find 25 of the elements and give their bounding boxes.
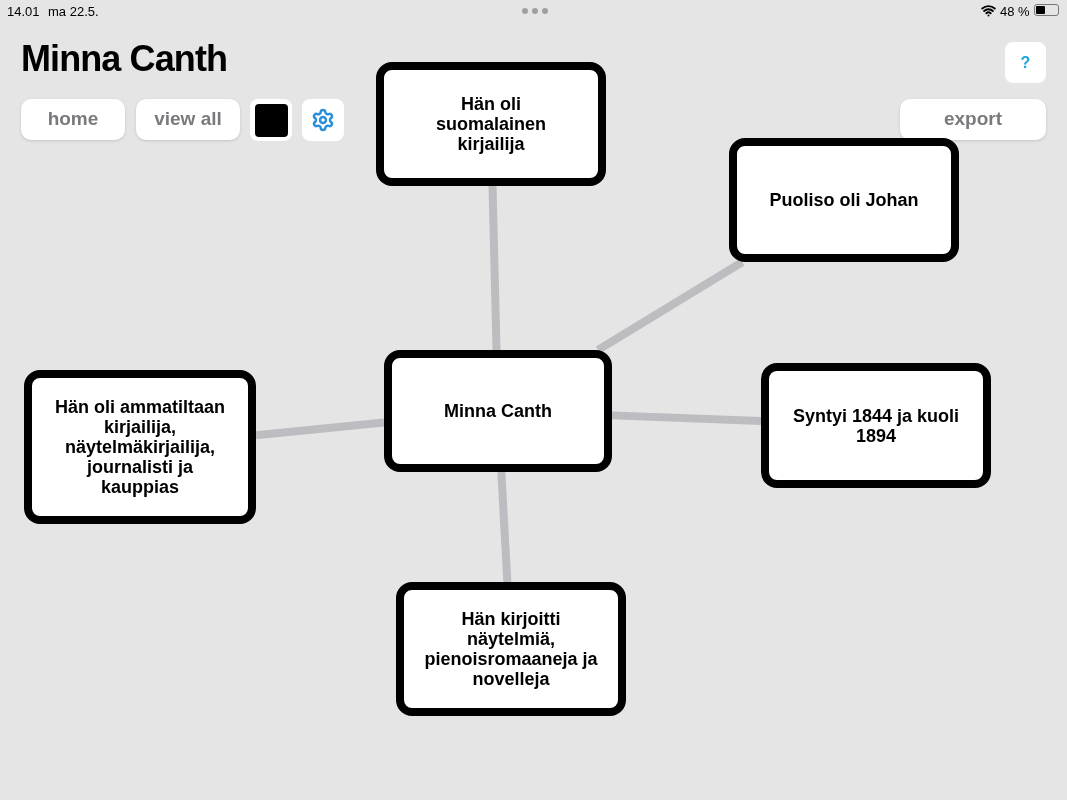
- connector-line: [595, 258, 745, 354]
- card-text: Puoliso oli Johan: [768, 190, 920, 210]
- text-card: [396, 582, 626, 716]
- text-card: [24, 370, 256, 524]
- connector-line: [255, 418, 385, 440]
- card-text: Hän oli ammatiltaan kirjailija, näytelmäkirjailija, journalisti ja kauppias: [53, 397, 226, 497]
- help-button: ?: [1005, 42, 1046, 83]
- card-text: Hän kirjoitti näytelmiä, pienoisromaaneja ja novelleja: [423, 609, 599, 689]
- connector-line: [497, 471, 512, 583]
- text-card: [761, 363, 991, 488]
- battery-percent: 48 %: [1000, 3, 1030, 21]
- connector-line: [488, 185, 501, 351]
- status-date: ma 22.5.: [48, 3, 99, 21]
- card-text: Minna Canth: [443, 401, 553, 421]
- card-text: Syntyi 1844 ja kuoli 1894: [791, 405, 961, 446]
- connector-line: [611, 411, 762, 426]
- home-button: home: [21, 99, 125, 140]
- text-card: [729, 138, 959, 262]
- text-card: [384, 350, 612, 472]
- status-time: 14.01: [7, 3, 40, 21]
- card-text: Hän oli suomalainen kirjailija: [435, 94, 547, 154]
- page-title: Minna Canth: [21, 37, 228, 81]
- text-card: [376, 62, 606, 186]
- export-button: export: [900, 99, 1046, 140]
- view-all-button: view all: [136, 99, 240, 140]
